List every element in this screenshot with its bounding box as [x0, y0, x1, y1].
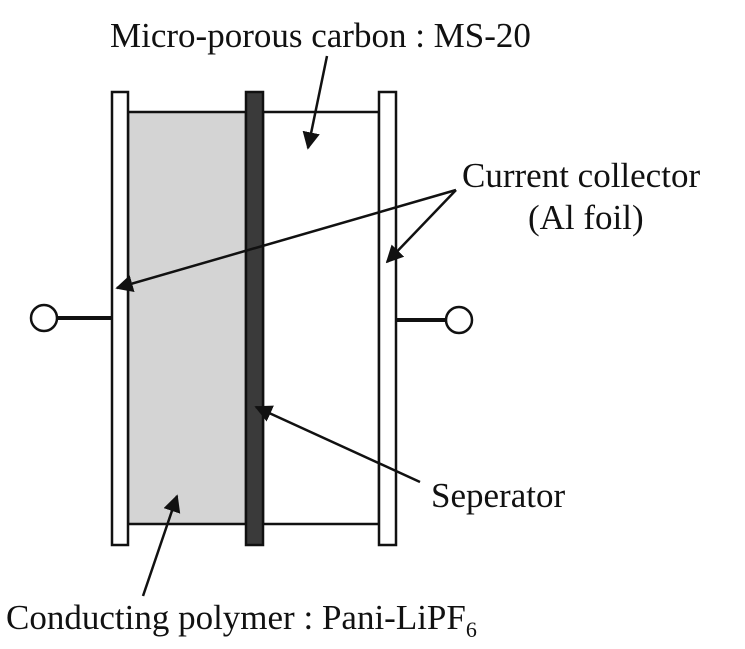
separator: [244, 90, 265, 547]
conducting-polymer-arrow: [141, 494, 181, 597]
micro-porous-arrow: [302, 55, 329, 150]
right-terminal: [444, 305, 474, 335]
left-current-collector: [110, 90, 130, 547]
left-terminal: [29, 303, 59, 333]
separator-label: Seperator: [431, 476, 566, 515]
micro-porous-carbon-label: Micro-porous carbon : MS-20: [110, 16, 531, 55]
carbon-electrode: [261, 110, 381, 526]
right-current-collector: [377, 90, 398, 547]
current-collector-label: Current collector: [462, 156, 701, 195]
conducting-polymer-label-subscript: 6: [465, 617, 477, 642]
current-collector-arrow-right: [385, 189, 457, 264]
current-collector-sublabel: (Al foil): [528, 198, 644, 237]
conducting-polymer-label: Conducting polymer : Pani-LiPF6: [6, 598, 477, 641]
conducting-polymer-electrode: [126, 110, 248, 526]
conducting-polymer-label-text: Conducting polymer : Pani-LiPF: [6, 598, 466, 637]
separator-arrow: [254, 405, 421, 484]
current-collector-arrow-left: [115, 188, 457, 293]
